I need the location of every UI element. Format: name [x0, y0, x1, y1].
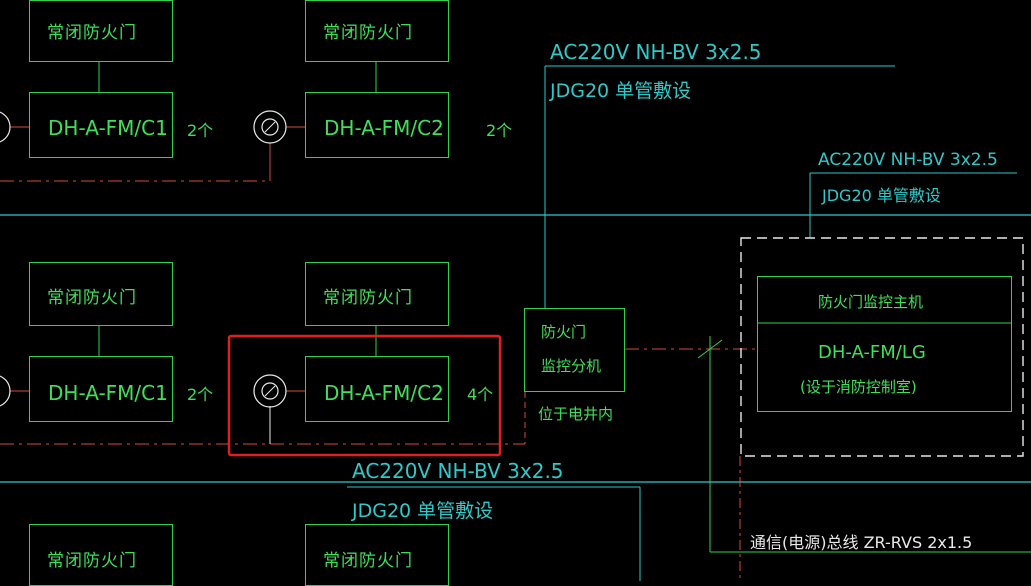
- bus-tick: [697, 339, 723, 359]
- conduit-spec-label: JDG20 单管敷设: [352, 500, 494, 522]
- door-box[interactable]: [29, 0, 173, 62]
- fm-c2-label: DH-A-FM/C2: [324, 381, 444, 405]
- cable-spec-label: AC220V NH-BV 3x2.5: [352, 459, 564, 483]
- fm-c1-box[interactable]: [29, 356, 173, 422]
- cable-spec-label: AC220V NH-BV 3x2.5: [818, 150, 998, 170]
- selection-highlight: [227, 334, 502, 457]
- fm-c1-box[interactable]: [29, 92, 173, 158]
- door-label: 常闭防火门: [47, 288, 137, 308]
- fm-c1-label: DH-A-FM/C1: [48, 381, 168, 405]
- door-label: 常闭防火门: [47, 23, 137, 43]
- door-box[interactable]: [29, 262, 173, 326]
- count-label: 2个: [187, 385, 214, 404]
- host-title: 防火门监控主机: [818, 293, 924, 311]
- bus-spec-label: 通信(电源)总线 ZR-RVS 2x1.5: [750, 533, 973, 552]
- conduit-spec-label: JDG20 单管敷设: [550, 80, 692, 102]
- count-label: 4个: [467, 385, 494, 404]
- count-label: 2个: [486, 121, 513, 140]
- host-dashed-frame: [740, 237, 1024, 457]
- fm-c2-label: DH-A-FM/C2: [324, 116, 444, 140]
- sub-unit-label-line1: 防火门: [541, 323, 587, 341]
- door-release-symbol-partial[interactable]: [0, 111, 11, 407]
- door-box[interactable]: [305, 0, 449, 62]
- door-release-symbol[interactable]: [253, 110, 287, 144]
- fm-c1-label: DH-A-FM/C1: [48, 116, 168, 140]
- door-label: 常闭防火门: [47, 551, 137, 571]
- host-location: (设于消防控制室): [800, 378, 917, 396]
- sub-unit-label-line2: 监控分机: [541, 357, 602, 375]
- door-label: 常闭防火门: [323, 551, 413, 571]
- door-label: 常闭防火门: [323, 23, 413, 43]
- cable-spec-label: AC220V NH-BV 3x2.5: [550, 40, 762, 64]
- count-label: 2个: [187, 121, 214, 140]
- sub-unit-box[interactable]: [524, 308, 625, 392]
- conduit-spec-label: JDG20 单管敷设: [822, 186, 941, 205]
- door-box[interactable]: [305, 262, 449, 326]
- door-release-symbol[interactable]: [253, 374, 287, 408]
- host-box[interactable]: [757, 276, 1012, 412]
- fm-c2-box[interactable]: [305, 356, 449, 422]
- door-label: 常闭防火门: [323, 288, 413, 308]
- in-shaft-label: 位于电井内: [538, 405, 614, 423]
- host-model: DH-A-FM/LG: [818, 342, 926, 363]
- fm-c2-box[interactable]: [305, 92, 449, 158]
